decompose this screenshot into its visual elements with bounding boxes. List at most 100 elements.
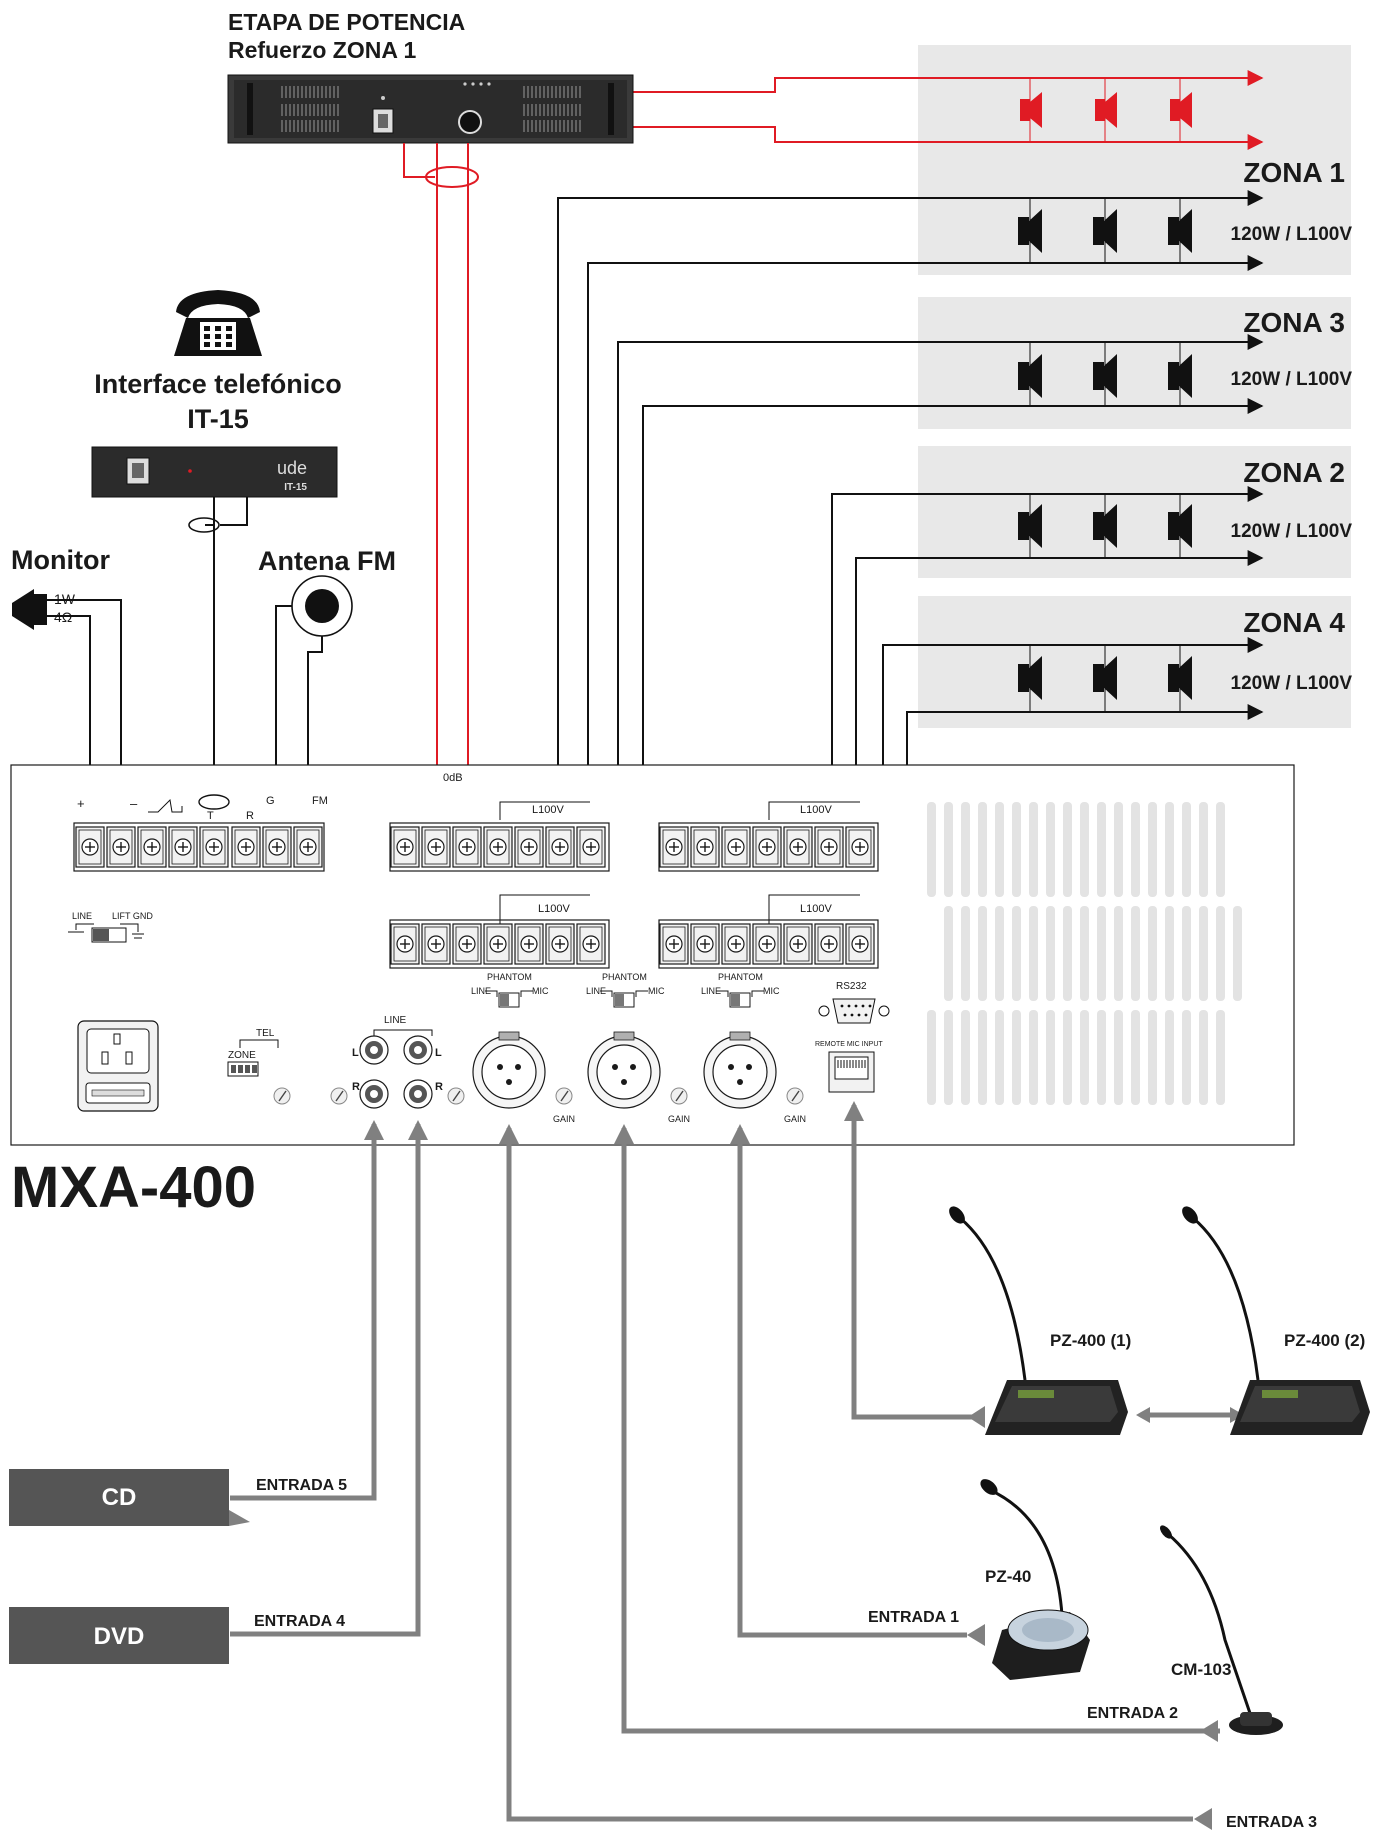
input-cables [230, 1101, 1244, 1830]
cm103-input-label: ENTRADA 2 [1087, 1705, 1178, 1722]
label-gain-1: GAIN [553, 1114, 575, 1124]
gain-knob-3[interactable] [786, 1087, 804, 1105]
telephone-title-line1: Interface telefónico [94, 369, 342, 399]
terminal-strip-zone1[interactable] [389, 822, 610, 872]
label-0db: 0dB [443, 772, 463, 784]
zone-panels [918, 45, 1351, 728]
label-minus: – [130, 796, 138, 811]
rs232-port[interactable] [818, 998, 890, 1024]
terminal-strip-inputs[interactable] [73, 822, 325, 872]
zone-2-spec: 120W / L100V [1231, 521, 1353, 542]
remote-mic-rj45-port[interactable] [828, 1051, 875, 1093]
amplifier-title-line2: Refuerzo ZONA 1 [228, 37, 416, 63]
zone-1-spec: 120W / L100V [1231, 224, 1353, 245]
gain-knob-2[interactable] [670, 1087, 688, 1105]
zone-dip-switch[interactable] [227, 1061, 259, 1077]
booster-speaker-line [625, 70, 1264, 150]
paging-station-2-name: PZ-400 (2) [1284, 1331, 1365, 1350]
mic-channel-1: PHANTOM LINE MIC GAIN [471, 972, 575, 1124]
rca-left-input-b[interactable] [403, 1035, 433, 1065]
telephone-interface: Interface telefónico IT-15 ude IT-15 [91, 290, 342, 837]
label-gain-2: GAIN [668, 1114, 690, 1124]
entrada-3-label: ENTRADA 3 [1226, 1814, 1317, 1831]
paging-station-1: PZ-400 (1) [949, 1206, 1131, 1435]
telephone-brand: ude [277, 458, 307, 478]
label-plus: + [77, 796, 85, 811]
label-l100v-zone3: L100V [538, 903, 570, 915]
label-phantom-3: PHANTOM [718, 972, 763, 982]
label-rca-line: LINE [384, 1015, 407, 1026]
tel-level-knob[interactable] [273, 1087, 291, 1105]
dvd-input-label: ENTRADA 4 [254, 1613, 345, 1630]
terminal-strip-zone2[interactable] [658, 822, 879, 872]
rca-right-input-b[interactable] [403, 1079, 433, 1109]
zone-labels: ZONA 1 120W / L100V ZONA 3 120W / L100V … [1231, 157, 1353, 694]
zone-3-name: ZONA 3 [1243, 307, 1345, 338]
mic-channel-3: PHANTOM LINE MIC GAIN [701, 972, 806, 1124]
zone-panel-1 [918, 45, 1351, 275]
pz40-name: PZ-40 [985, 1567, 1031, 1586]
zone-panel-4 [918, 596, 1351, 728]
volume-knob-icon [458, 110, 482, 134]
label-phantom-mic-1: MIC [532, 986, 549, 996]
dvd-label: DVD [94, 1623, 145, 1650]
telephone-title-line2: IT-15 [187, 404, 249, 434]
label-phantom-line-3: LINE [701, 986, 721, 996]
label-rs232: RS232 [836, 981, 867, 992]
paging-station-2: PZ-400 (2) [1182, 1206, 1370, 1435]
label-l100v-zone1: L100V [532, 804, 564, 816]
zone-panel-2 [918, 446, 1351, 578]
zone-1-name: ZONA 1 [1243, 157, 1345, 188]
amplifier-link-lines [403, 143, 479, 837]
label-remote-mic-input: REMOTE MIC INPUT [815, 1041, 883, 1048]
label-phantom-mic-2: MIC [648, 986, 665, 996]
label-zone: ZONE [228, 1050, 256, 1061]
mic-channel-2: PHANTOM LINE MIC GAIN [586, 972, 690, 1124]
monitor-speaker-icon [12, 589, 34, 630]
ground-lift-switch[interactable] [68, 923, 144, 943]
label-ground-line: LINE [72, 911, 92, 921]
monitor-speaker: Monitor 1W 4Ω [11, 545, 122, 837]
label-phantom-line-1: LINE [471, 986, 491, 996]
monitor-title: Monitor [11, 545, 110, 575]
label-rca-l-a: L [352, 1047, 359, 1059]
power-inlet [77, 1020, 159, 1112]
cd-input-label: ENTRADA 5 [256, 1477, 347, 1494]
mixer-panel: + – T R G FM 0dB L100V L100V [10, 764, 1295, 1220]
dvd-player-box [9, 1607, 229, 1664]
power-amplifier: ETAPA DE POTENCIA Refuerzo ZONA 1 [227, 9, 634, 144]
gain-knob-1[interactable] [555, 1087, 573, 1105]
fm-antenna: Antena FM [258, 546, 396, 837]
label-phantom-line-2: LINE [586, 986, 606, 996]
telephone-model: IT-15 [284, 482, 307, 493]
source-cd: CD ENTRADA 5 [9, 1469, 347, 1526]
rca-right-input-a[interactable] [359, 1079, 389, 1109]
ventilation-grille [927, 802, 1242, 1105]
label-gain-3: GAIN [784, 1114, 806, 1124]
label-phantom-mic-3: MIC [763, 986, 780, 996]
pz40-input-label: ENTRADA 1 [868, 1609, 959, 1626]
paging-station-1-name: PZ-400 (1) [1050, 1331, 1131, 1350]
label-l100v-zone4: L100V [800, 903, 832, 915]
zone-4-spec: 120W / L100V [1231, 673, 1353, 694]
terminal-strip-zone3[interactable] [389, 919, 610, 969]
zone-2-name: ZONA 2 [1243, 457, 1345, 488]
terminal-strip-zone4[interactable] [658, 919, 879, 969]
label-rca-r-b: R [435, 1081, 443, 1093]
label-tel: TEL [256, 1028, 275, 1039]
label-phantom-2: PHANTOM [602, 972, 647, 982]
line-level-knob-a[interactable] [330, 1087, 348, 1105]
rca-left-input-a[interactable] [359, 1035, 389, 1065]
cd-label: CD [102, 1484, 137, 1511]
source-dvd: DVD ENTRADA 4 [9, 1607, 345, 1664]
label-lift-gnd: LIFT GND [112, 911, 153, 921]
label-rca-l-b: L [435, 1047, 442, 1059]
label-fm: FM [312, 795, 328, 807]
label-t: T [207, 810, 214, 822]
zone-3-spec: 120W / L100V [1231, 369, 1353, 390]
label-rca-r-a: R [352, 1081, 360, 1093]
antenna-title: Antena FM [258, 546, 396, 576]
line-level-knob-b[interactable] [447, 1087, 465, 1105]
label-phantom-1: PHANTOM [487, 972, 532, 982]
